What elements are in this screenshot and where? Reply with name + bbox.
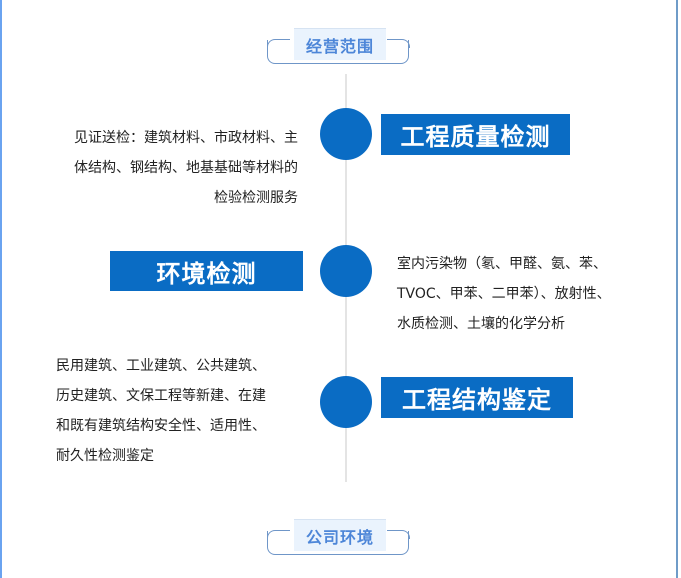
timeline-dot-2: [320, 245, 372, 297]
heading-label: 公司环境: [294, 519, 386, 551]
timeline-item-1-description: 见证送检：建筑材料、市政材料、主 体结构、钢结构、地基基础等材料的 检验检测服务: [74, 130, 298, 206]
heading-frame: [266, 39, 410, 64]
heading-label: 经营范围: [294, 28, 386, 60]
right-border: [676, 0, 678, 578]
timeline-dot-1: [320, 108, 372, 160]
section-heading-business-scope: 经营范围: [266, 28, 410, 64]
timeline-item-3-description: 民用建筑、工业建筑、公共建筑、 历史建筑、文保工程等新建、在建 和既有建筑结构安…: [56, 358, 266, 464]
timeline-item-1-title: 工程质量检测: [381, 114, 570, 155]
left-border: [0, 0, 2, 578]
heading-frame: [266, 530, 410, 555]
timeline-item-2-title: 环境检测: [110, 251, 303, 291]
timeline-item-2-description: 室内污染物（氡、甲醛、氨、苯、 TVOC、甲苯、二甲苯）、放射性、 水质检测、土…: [397, 256, 611, 332]
section-heading-company-environment: 公司环境: [266, 519, 410, 555]
timeline-dot-3: [320, 376, 372, 428]
timeline-item-3-title: 工程结构鉴定: [381, 377, 573, 418]
